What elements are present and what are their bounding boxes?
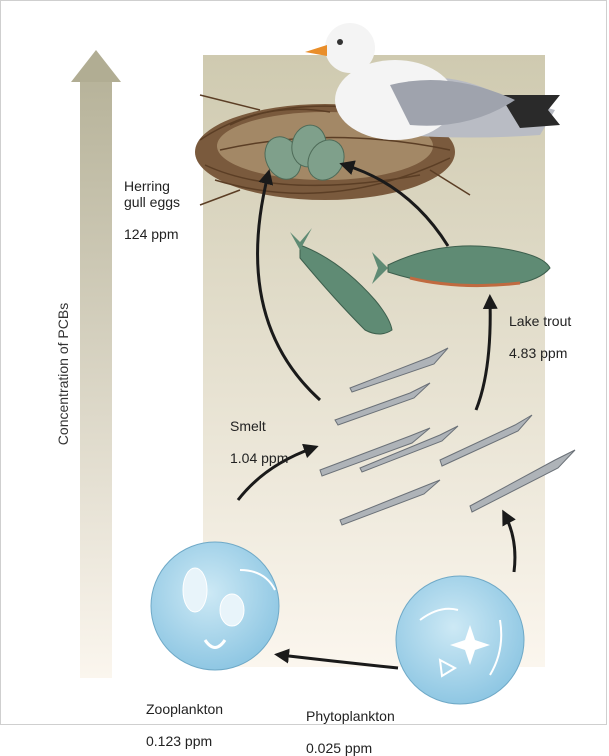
smelt-label: Smelt 1.04 ppm bbox=[230, 402, 288, 466]
zooplankton-circle bbox=[151, 542, 279, 670]
organism-name: Lake trout bbox=[509, 313, 571, 329]
phytoplankton-circle bbox=[396, 576, 524, 704]
lake-trout-label: Lake trout 4.83 ppm bbox=[509, 297, 571, 361]
concentration-arrow bbox=[71, 50, 121, 678]
food-web-diagram bbox=[0, 0, 609, 727]
zooplankton-label: Zooplankton 0.123 ppm bbox=[146, 685, 223, 749]
organism-concentration: 124 ppm bbox=[124, 226, 178, 242]
organism-name: Phytoplankton bbox=[306, 708, 395, 724]
organism-concentration: 0.025 ppm bbox=[306, 740, 372, 756]
concentration-axis-label: Concentration of PCBs bbox=[55, 303, 71, 445]
herring-gull-label: Herring gull eggs 124 ppm bbox=[124, 162, 180, 242]
phytoplankton-label: Phytoplankton 0.025 ppm bbox=[306, 692, 395, 756]
organism-name: Zooplankton bbox=[146, 701, 223, 717]
organism-concentration: 4.83 ppm bbox=[509, 345, 567, 361]
organism-concentration: 1.04 ppm bbox=[230, 450, 288, 466]
organism-name: Herring gull eggs bbox=[124, 178, 180, 210]
organism-concentration: 0.123 ppm bbox=[146, 733, 212, 749]
organism-name: Smelt bbox=[230, 418, 266, 434]
